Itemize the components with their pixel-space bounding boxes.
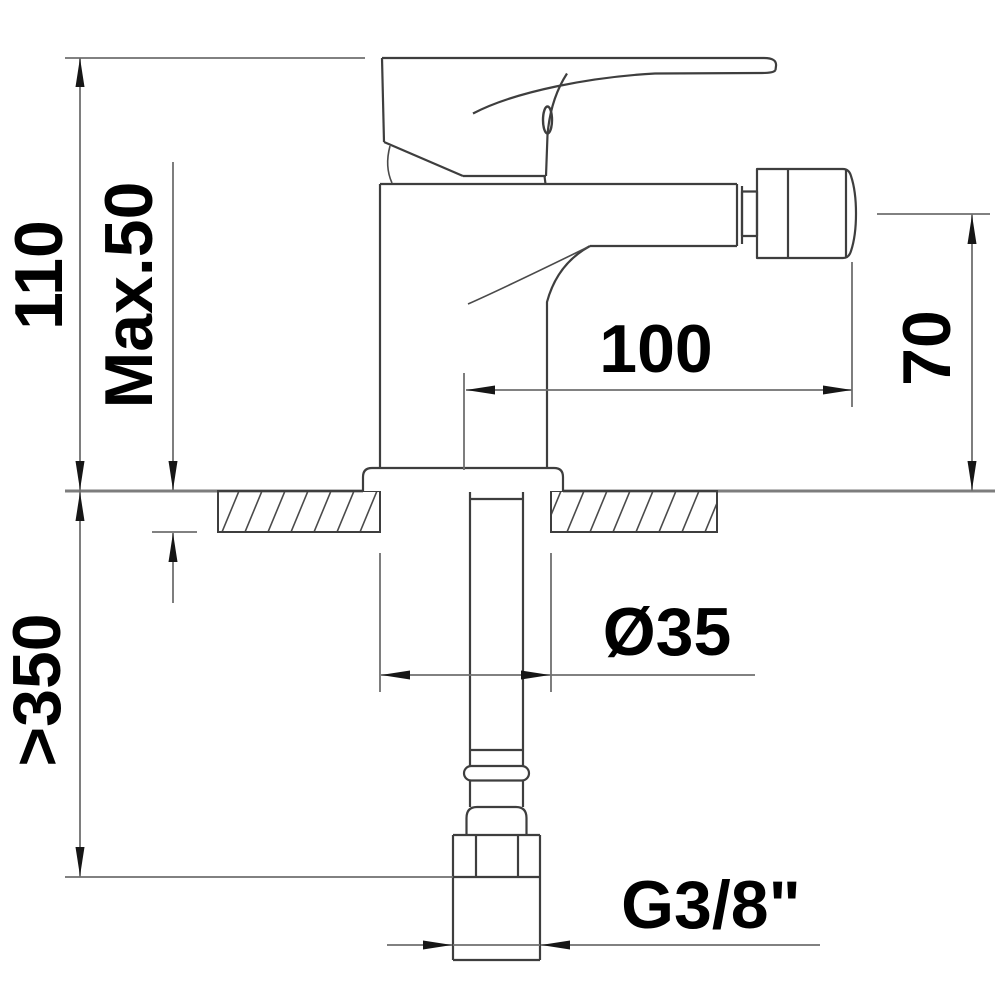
countertop-hatch-right [550,490,718,533]
arrowhead-right [521,670,550,680]
dimension-110: 110 [1,57,365,491]
supply-shank [462,492,531,835]
dim-label-max50: Max.50 [91,182,167,409]
hose-crimp-sleeve [465,805,528,835]
hose-o-ring [462,764,531,782]
arrowhead-up [75,492,85,521]
aerator [755,167,858,260]
spout-nozzle [740,190,759,238]
dimension-100: 100 [463,262,853,470]
countertop-hatch-left [217,490,381,533]
dimension-g38: G3/8" [387,867,820,950]
body-silhouette-curve [545,245,591,467]
dim-label-g38: G3/8" [621,867,801,943]
body-accent-curve [467,246,589,305]
dimension-350: >350 [0,491,453,878]
arrowhead-right [823,385,852,395]
base-flange [361,466,565,491]
arrowhead-right [423,940,452,950]
arrowhead-left [381,670,410,680]
arrowhead-up [967,215,977,244]
arrowhead-down [168,461,178,490]
dimension-70: 70 [877,213,990,491]
arrowhead-left [466,385,495,395]
arrowhead-down [967,461,977,490]
dim-label-70: 70 [889,310,965,386]
handle-front-edge [544,72,568,177]
dim-label-350: >350 [0,613,75,766]
handle-lever [380,56,778,185]
dimension-max50: Max.50 [91,162,197,603]
arrowhead-up [75,58,85,87]
arrowhead-left [541,940,570,950]
dimension-d35: Ø35 [379,553,755,692]
countertop-section [65,489,995,533]
connector-nut [451,833,542,962]
arrowhead-down [75,847,85,876]
arrowhead-down [75,461,85,490]
dim-label-d35: Ø35 [603,594,732,670]
dim-label-110: 110 [1,220,77,330]
dim-label-100: 100 [599,311,712,387]
arrowhead-up [168,533,178,562]
body-shoulder-arc [386,145,393,184]
lever-pivot-lens [541,105,554,135]
